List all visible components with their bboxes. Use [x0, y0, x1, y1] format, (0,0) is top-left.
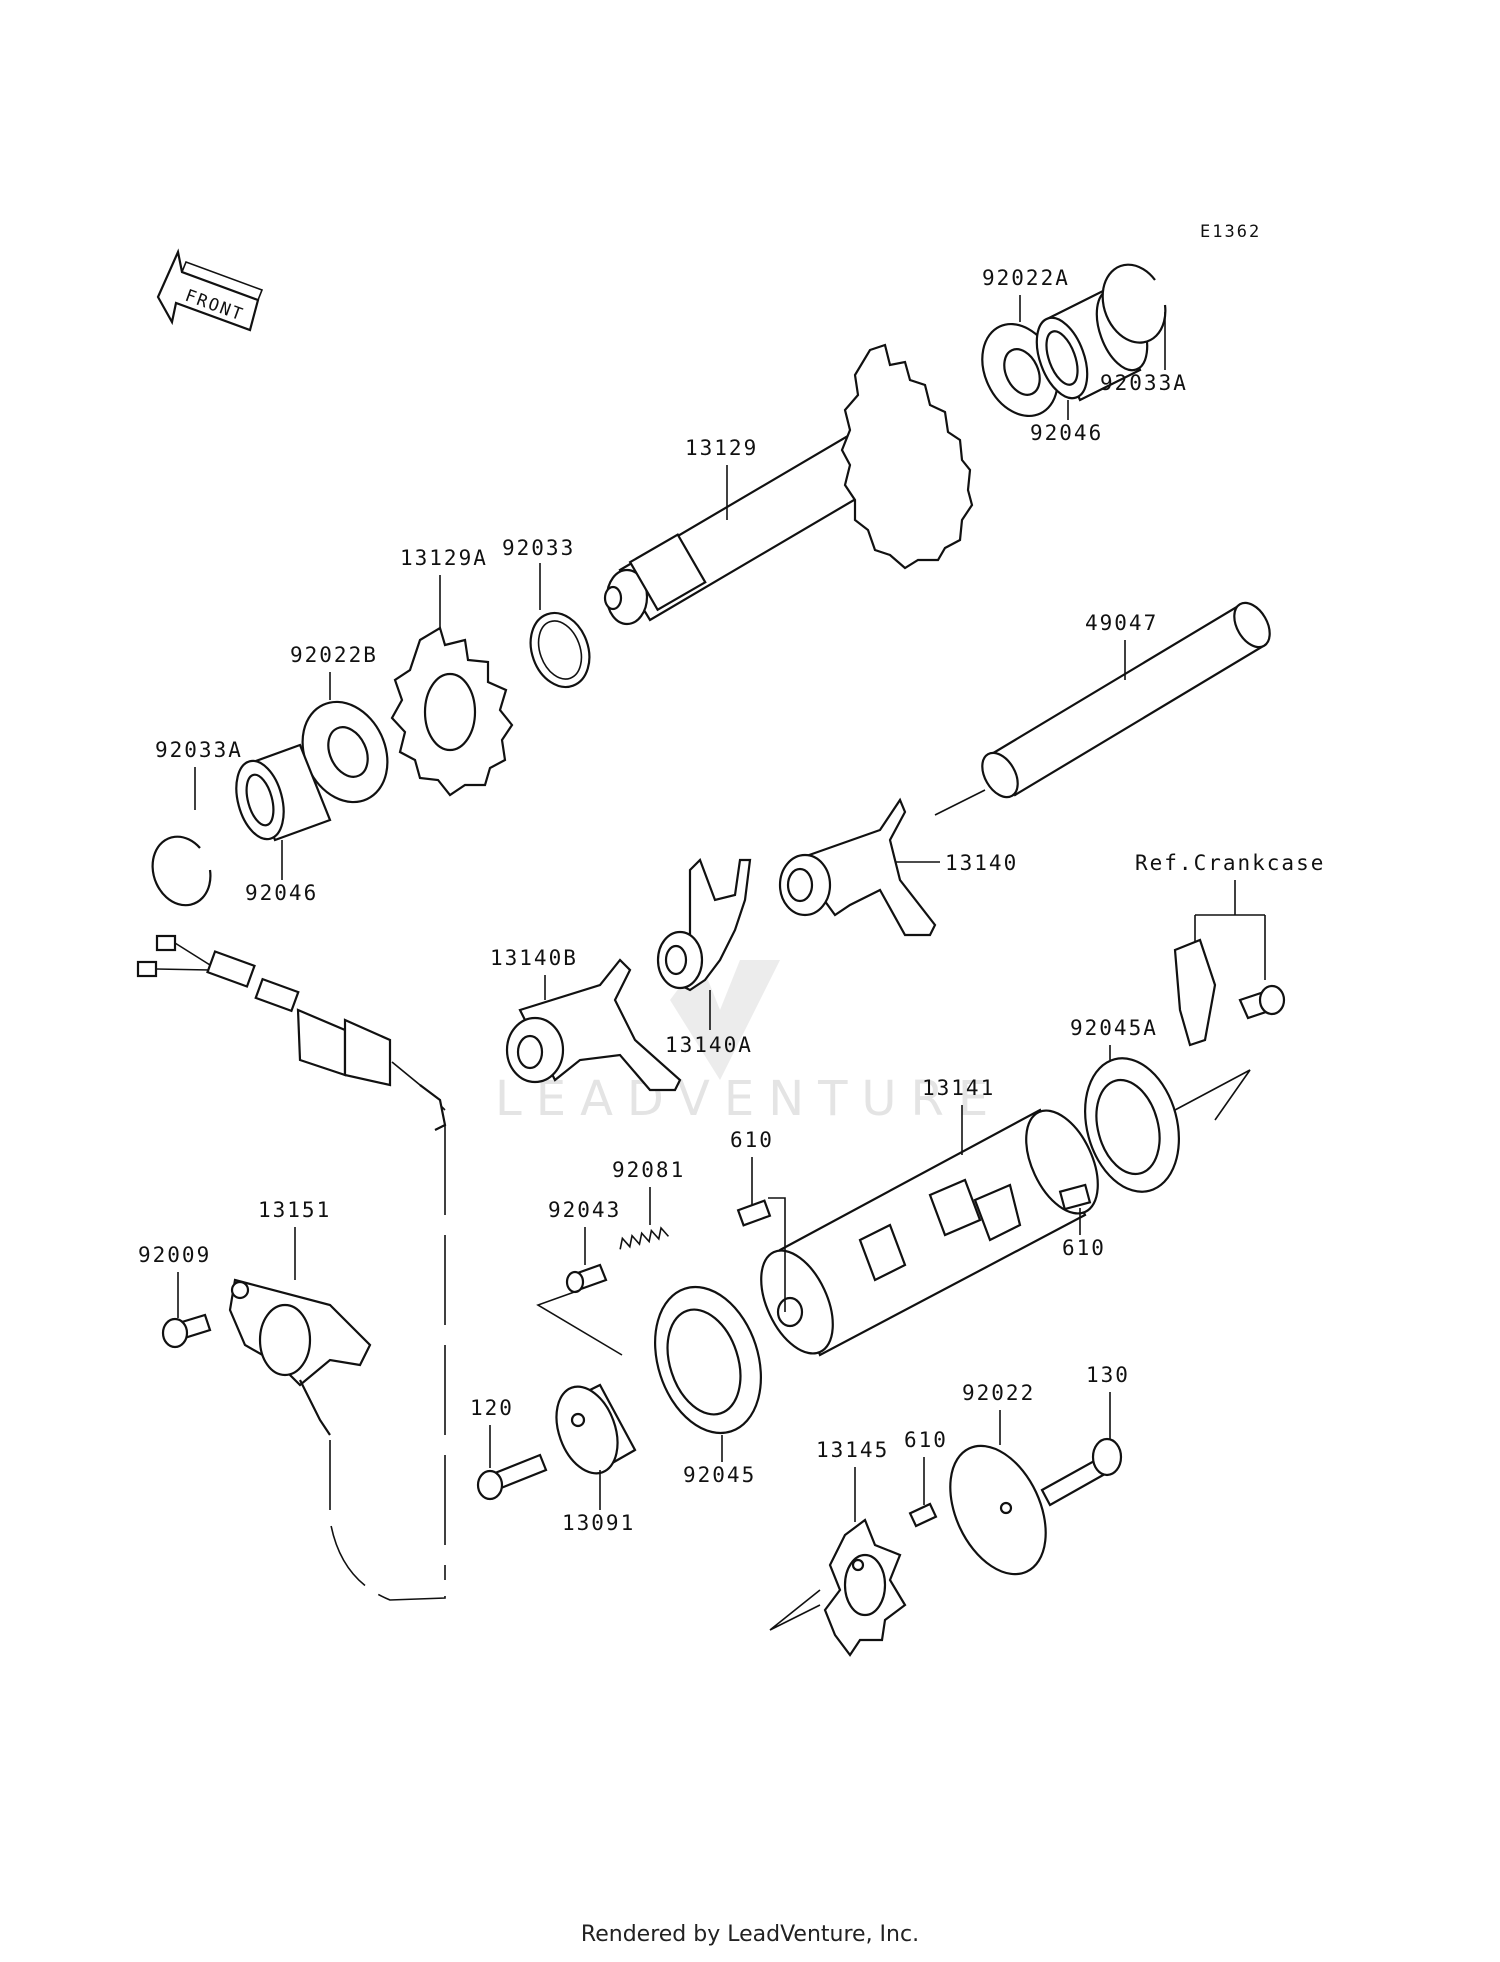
front-arrow-icon: FRONT [156, 248, 264, 332]
callout-120: 120 [470, 1396, 514, 1420]
bearing-92045A [1084, 1057, 1180, 1193]
shift-rod-49047 [981, 601, 1271, 799]
callout-13091: 13091 [562, 1511, 635, 1535]
bolt-130 [1040, 1437, 1123, 1507]
callout-13140A: 13140A [665, 1033, 753, 1057]
shift-fork-13140B [505, 958, 682, 1092]
circlip-92033A-top [1101, 263, 1167, 344]
callout-13129A: 13129A [400, 546, 488, 570]
callout-92033A-top: 92033A [1100, 371, 1188, 395]
callout-92045: 92045 [683, 1463, 756, 1487]
callout-92022A: 92022A [982, 266, 1070, 290]
callout-13140B: 13140B [490, 946, 578, 970]
ref-crankcase-label: Ref.Crankcase [1135, 851, 1325, 875]
callout-13140: 13140 [945, 851, 1018, 875]
gear-13129A [390, 626, 514, 797]
callout-13151: 13151 [258, 1198, 331, 1222]
pin-610-right [1058, 1183, 1092, 1211]
callout-13145: 13145 [816, 1438, 889, 1462]
watermark-text: LEADVENTURE [495, 1071, 1002, 1127]
pin-92043 [565, 1263, 608, 1294]
screw-92009 [161, 1313, 212, 1349]
circlip-92033 [529, 611, 591, 689]
gear-13129-large [840, 343, 974, 570]
diagram-code: E1362 [1200, 222, 1261, 242]
rendered-by-footer: Rendered by LeadVenture, Inc. [580, 1922, 920, 1947]
callout-92081: 92081 [612, 1158, 685, 1182]
callout-92033A-left: 92033A [155, 738, 243, 762]
shift-fork-13140 [778, 797, 937, 937]
spring-92081 [619, 1226, 670, 1250]
neutral-switch-13151 [228, 1278, 372, 1436]
callout-92022: 92022 [962, 1381, 1035, 1405]
callout-92046-top: 92046 [1030, 421, 1103, 445]
shaft-13129 [603, 418, 907, 626]
callout-92046-left: 92046 [245, 881, 318, 905]
callout-92022B: 92022B [290, 643, 378, 667]
bearing-92045 [653, 1285, 763, 1435]
pin-610-bottom [908, 1502, 938, 1528]
callout-610-a: 610 [730, 1128, 774, 1152]
shift-fork-13140A [656, 858, 752, 992]
watermark: LEADVENTURE [495, 960, 1002, 1127]
callout-92009: 92009 [138, 1243, 211, 1267]
callout-92033: 92033 [502, 536, 575, 560]
cam-13091 [555, 1383, 637, 1475]
pin-610-drum [736, 1199, 772, 1227]
bolt-120 [476, 1453, 548, 1501]
circlip-92033A-left [151, 835, 212, 907]
crankcase-bracket [1173, 938, 1217, 1047]
washer-92022 [949, 1444, 1047, 1576]
watermark-logo-icon [670, 960, 780, 1080]
shift-drum-star-13145 [823, 1518, 907, 1657]
wire-harness [136, 934, 447, 1601]
callout-130: 130 [1086, 1363, 1130, 1387]
callout-49047: 49047 [1085, 611, 1158, 635]
crankcase-bolt [1238, 984, 1286, 1020]
needle-bearing-92046-left [235, 743, 332, 842]
callout-610-b: 610 [1062, 1236, 1106, 1260]
callout-610-c: 610 [904, 1428, 948, 1452]
callout-13141: 13141 [922, 1076, 995, 1100]
callout-92043: 92043 [548, 1198, 621, 1222]
callout-13129: 13129 [685, 436, 758, 460]
shift-drum-13141 [760, 1108, 1099, 1357]
callout-92045A: 92045A [1070, 1016, 1158, 1040]
